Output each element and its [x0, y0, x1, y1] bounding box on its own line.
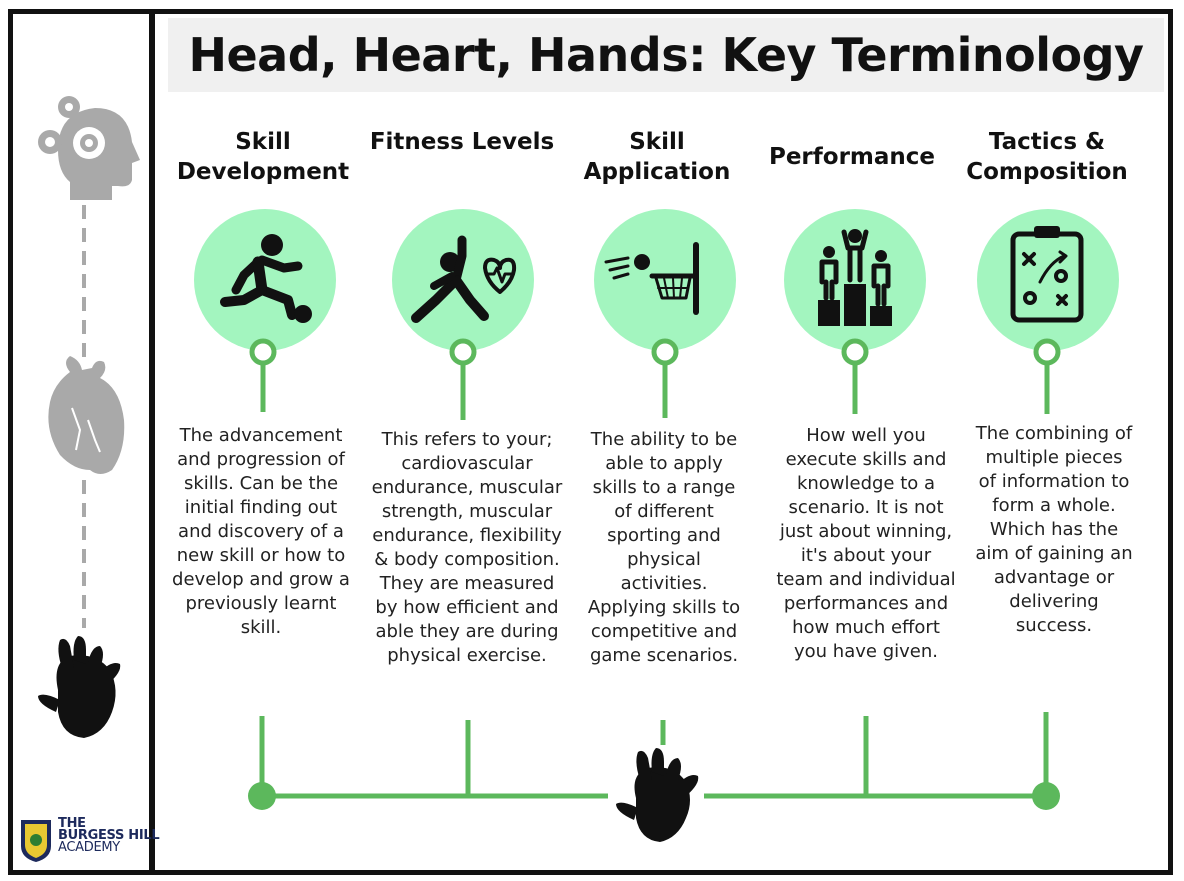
center-handprint-icon: [616, 748, 699, 842]
column-title-tactics: Tactics & Composition: [966, 129, 1128, 185]
basketball-hoop-icon: [604, 242, 699, 315]
handprint-icon: [38, 636, 121, 738]
column-description-tactics: The combining of multiple pieces of info…: [975, 423, 1133, 636]
head-gears-icon: [38, 96, 140, 200]
logo-line-3: ACADEMY: [58, 840, 120, 855]
column-description-skill-application: The ability to be able to apply skills t…: [587, 429, 741, 666]
sidebar: [13, 14, 155, 870]
academy-logo-text: THE BURGESS HILL ACADEMY: [58, 816, 160, 855]
column-title-skill-development: Skill Development: [176, 129, 350, 185]
column-description-skill-development: The advancement and progression of skill…: [172, 425, 350, 638]
football-player-icon: [220, 234, 312, 323]
title-bar: [168, 18, 1164, 92]
fitness-heartbeat-icon: [411, 235, 517, 323]
column-description-performance: How well you execute skills and knowledg…: [776, 425, 956, 662]
logo-line-1: THE: [58, 816, 86, 831]
podium-icon: [818, 229, 892, 326]
academy-shield-icon: [21, 820, 51, 862]
poster-frame: [8, 9, 1173, 875]
logo-line-2: BURGESS HILL: [58, 828, 160, 843]
heart-icon: [48, 356, 125, 474]
column-title-performance: Performance: [768, 144, 936, 170]
page-title: Head, Heart, Hands: Key Terminology: [188, 28, 1144, 82]
column-title-skill-application: Skill Application: [583, 129, 731, 185]
tactics-clipboard-icon: [1010, 226, 1084, 323]
column-title-fitness-levels: Fitness Levels: [369, 129, 555, 155]
column-description-fitness-levels: This refers to your; cardiovascular endu…: [371, 429, 563, 666]
